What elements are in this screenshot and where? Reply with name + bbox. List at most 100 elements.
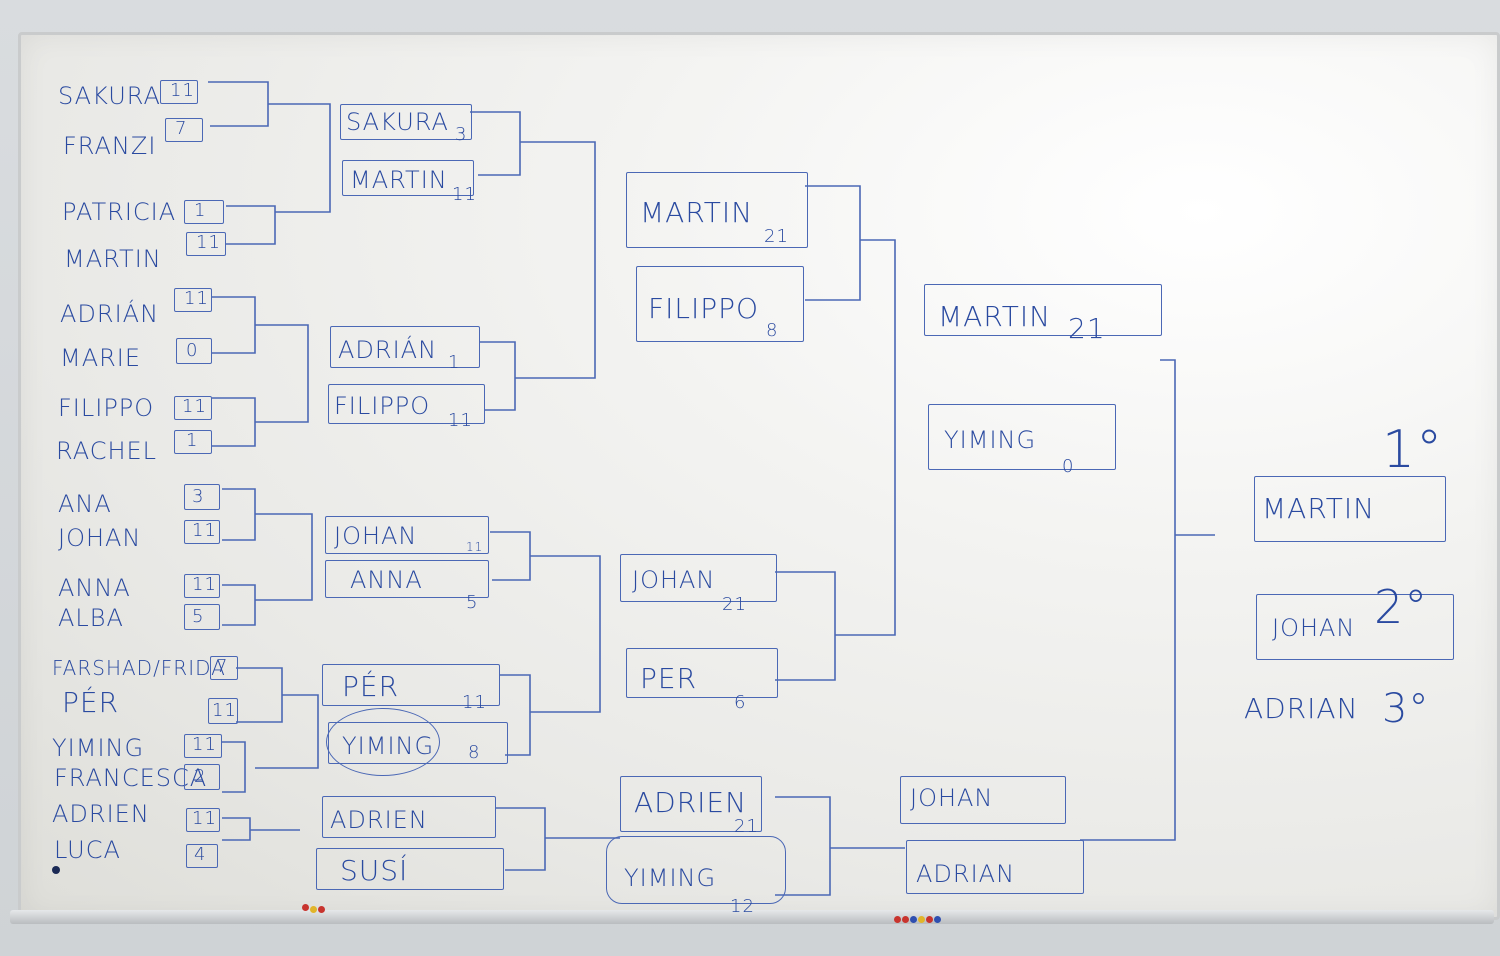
- qf-score: 12: [730, 896, 755, 917]
- score-box: [184, 574, 220, 598]
- qf-score: 21: [722, 594, 747, 615]
- round2-score: 11: [466, 540, 484, 554]
- round2-entry-box: [328, 384, 485, 424]
- qf-score: 21: [734, 816, 759, 837]
- round1-score: 11: [170, 80, 195, 101]
- second-place-box: [1256, 594, 1454, 660]
- round2-player-name: ADRIÁN: [338, 336, 438, 364]
- round2-entry-box: [325, 560, 489, 598]
- magnet: [318, 906, 325, 913]
- round2-player-name: ADRIEN: [330, 806, 428, 834]
- score-box: [184, 520, 220, 544]
- score-box: [174, 288, 212, 312]
- score-box: [184, 764, 220, 790]
- score-box: [186, 844, 218, 868]
- round1-player-name: ADRIÁN: [60, 300, 160, 328]
- magnet: [934, 916, 941, 923]
- round2-score: 11: [462, 692, 487, 713]
- qf-player-name: FILIPPO: [648, 292, 760, 325]
- round2-entry-box: [322, 664, 500, 706]
- round1-player-name: MARIE: [60, 344, 142, 372]
- score-box: [174, 430, 212, 454]
- sf-player-name: MARTIN: [938, 300, 1052, 333]
- qf-player-name: JOHAN: [632, 566, 716, 594]
- score-box: [184, 604, 220, 630]
- marker-dot: [52, 866, 60, 874]
- round2-player-name: SAKURA: [346, 108, 449, 136]
- round2-entry-box: [325, 516, 489, 554]
- round1-score: 3: [192, 486, 205, 507]
- round2-score: 5: [466, 592, 479, 613]
- magnet: [310, 906, 317, 913]
- sf-player-name: ADRIAN: [916, 860, 1016, 888]
- round1-player-name: ALBA: [58, 604, 124, 632]
- qf-entry-box: [606, 836, 786, 904]
- sf-entry-box: [906, 840, 1084, 894]
- sf-entry-box: [924, 284, 1162, 336]
- round2-entry-box: [340, 104, 472, 140]
- qf-player-name: MARTIN: [640, 196, 754, 229]
- score-box: [210, 656, 238, 680]
- round1-score: 7: [175, 118, 188, 139]
- round1-player-name: FRANZI: [63, 132, 157, 160]
- round1-score: 7: [216, 656, 229, 677]
- whiteboard: [18, 32, 1500, 920]
- round2-score: 3: [455, 124, 468, 145]
- score-box: [165, 118, 203, 142]
- round1-player-name: LUCA: [54, 836, 121, 864]
- sf-player-name: JOHAN: [910, 784, 994, 812]
- round1-score: 11: [184, 288, 209, 309]
- first-place-name: MARTIN: [1262, 492, 1376, 525]
- sf-score: 21: [1068, 312, 1106, 345]
- round1-player-name: FILIPPO: [58, 394, 155, 422]
- first-place-label: 1°: [1382, 420, 1444, 480]
- third-place-name: ADRIAN: [1244, 692, 1359, 725]
- magnet: [894, 916, 901, 923]
- magnet: [302, 904, 309, 911]
- round1-score: 11: [192, 574, 217, 595]
- sf-entry-box: [900, 776, 1066, 824]
- round2-player-name: JOHAN: [334, 522, 418, 550]
- round1-player-name: FARSHAD/FRIDA: [52, 656, 226, 680]
- round1-score: 11: [192, 734, 217, 755]
- score-box: [208, 698, 238, 724]
- score-box: [184, 734, 222, 758]
- round1-score: 1: [194, 200, 207, 221]
- magnet: [926, 916, 933, 923]
- qf-entry-box: [626, 172, 808, 248]
- round1-player-name: PÉR: [62, 686, 120, 719]
- circled-winner-mark: [326, 708, 440, 776]
- sf-entry-box: [928, 404, 1116, 470]
- round1-score: 4: [194, 844, 207, 865]
- round1-player-name: PATRICIA: [62, 198, 177, 226]
- round1-player-name: SAKURA: [58, 82, 161, 110]
- sf-score: 0: [1062, 456, 1075, 477]
- second-place-name: JOHAN: [1272, 614, 1356, 642]
- round1-score: 11: [212, 700, 237, 721]
- round2-score: 11: [452, 184, 477, 205]
- qf-score: 6: [734, 692, 747, 713]
- round1-score: 11: [192, 520, 217, 541]
- round2-entry-box: [316, 848, 504, 890]
- score-box: [186, 232, 226, 256]
- round2-player-name: PÉR: [342, 670, 400, 703]
- round1-score: 11: [196, 232, 221, 253]
- qf-player-name: ADRIEN: [634, 786, 748, 819]
- round2-entry-box: [322, 796, 496, 838]
- round1-player-name: FRANCESCA: [54, 764, 208, 792]
- round1-player-name: YIMING: [52, 734, 145, 762]
- score-box: [176, 338, 212, 364]
- qf-entry-box: [626, 648, 778, 698]
- round2-player-name: MARTIN: [350, 166, 448, 194]
- round1-score: 5: [192, 606, 205, 627]
- qf-score: 8: [766, 320, 779, 341]
- first-place-box: [1254, 476, 1446, 542]
- round1-score: 2: [194, 766, 207, 787]
- round2-entry-box: [330, 326, 480, 368]
- round1-score: 11: [192, 808, 217, 829]
- whiteboard-marker-tray: [10, 910, 1494, 924]
- qf-player-name: PER: [640, 662, 698, 695]
- round1-player-name: RACHEL: [56, 437, 158, 465]
- round1-player-name: MARTIN: [64, 245, 162, 273]
